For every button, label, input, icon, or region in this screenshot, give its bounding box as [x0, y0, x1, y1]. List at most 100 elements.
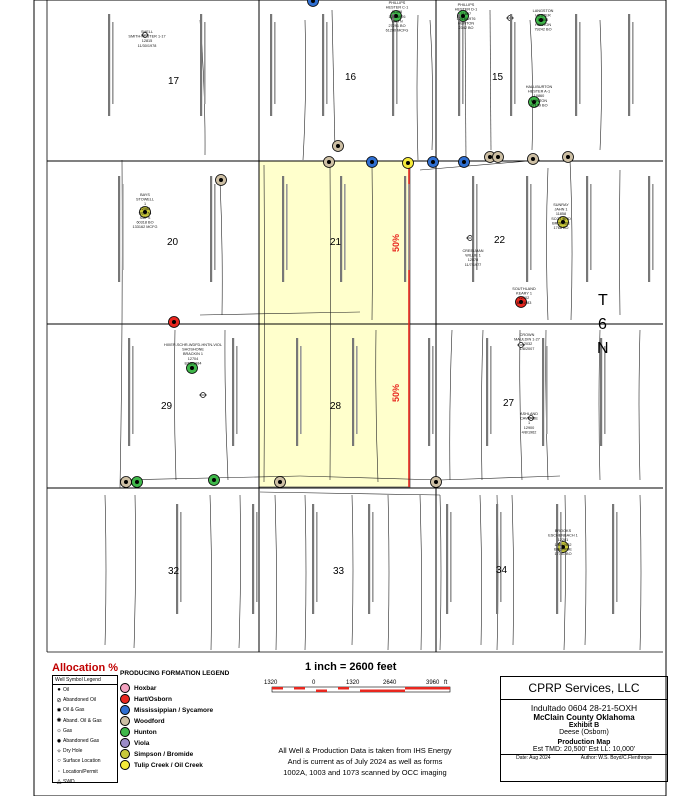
vertical-annotation	[496, 504, 499, 614]
legend-label: Aband. Oil & Gas	[63, 717, 102, 724]
well-label-line: SUNRAY	[553, 203, 569, 207]
well-path-connector	[419, 159, 541, 171]
vertical-annotation	[214, 184, 216, 270]
well-path	[371, 164, 373, 321]
well-path	[638, 329, 641, 481]
well-label-line: JAHN 1	[554, 208, 567, 212]
well-label-line: CROWN	[520, 333, 535, 337]
formation-mississippian: Mississippian / Sycamore	[120, 705, 213, 715]
well-label-line: 8/9/1983	[517, 301, 532, 305]
vertical-annotation	[340, 176, 343, 282]
map-author: Author: W.S. Boyd/C.Flenthrope	[580, 755, 652, 761]
well-label-line: 1768 BO	[554, 226, 569, 230]
allocation-title: Allocation %	[52, 662, 119, 674]
scale-title: 1 inch = 2600 feet	[305, 661, 397, 673]
well-label-line: SHOSHONE	[182, 348, 204, 352]
legend-label: Abandoned Oil	[63, 697, 97, 704]
well-label-line: 2342 BO	[459, 26, 474, 30]
vertical-annotation	[616, 512, 618, 602]
well-path	[416, 14, 419, 161]
formation-hart-osborn: Hart/Osborn	[120, 694, 172, 704]
vertical-well-labels	[108, 14, 654, 614]
vertical-annotation	[372, 512, 374, 602]
formation-swatch-icon	[120, 694, 130, 704]
vertical-annotation	[128, 338, 131, 446]
vertical-annotation	[352, 338, 355, 446]
county-name: McClain County Oklahoma	[533, 713, 635, 722]
well-path	[546, 167, 549, 321]
well-center-icon	[143, 210, 147, 214]
well-center-icon	[519, 300, 523, 304]
well-center-icon	[434, 480, 438, 484]
well-path	[351, 494, 354, 646]
vertical-annotation	[256, 512, 258, 602]
circle-open-small-icon: ◦	[57, 768, 61, 775]
vertical-annotation	[118, 176, 121, 282]
vertical-annotation	[590, 184, 592, 270]
section-22: 22	[494, 235, 506, 246]
map-title: Production Map	[557, 739, 611, 746]
well-label-line: HESTER C-1	[386, 6, 409, 10]
map-date: Date: Aug 2024	[516, 755, 551, 761]
section-33: 33	[333, 566, 345, 577]
company-name: CPRP Services, LLC	[501, 677, 667, 700]
vertical-annotation	[612, 504, 615, 614]
formation-label: Woodford	[134, 717, 165, 725]
vertical-annotation	[122, 184, 124, 270]
well-label-line: 12102	[519, 296, 530, 300]
well-label-line: STOWELL	[136, 198, 154, 202]
scale-tick-2640: 2640	[383, 680, 397, 686]
well-label-line: 8/18/1984	[185, 361, 202, 365]
scale-tick-1320-left: 1320	[264, 680, 278, 686]
star-slash-icon: ✺	[56, 718, 62, 725]
well-label-line: SCOT/BRD	[551, 217, 571, 221]
well-center-icon	[212, 478, 216, 482]
legend-label: Gas	[63, 727, 73, 734]
vertical-annotation	[176, 504, 179, 614]
well-label-line: SMITH-HESTER 1-17	[128, 35, 165, 39]
formation-swatch-icon	[120, 749, 130, 759]
vertical-annotation	[326, 22, 328, 104]
vertical-annotation	[210, 176, 213, 282]
well-center-icon	[278, 480, 282, 484]
vertical-annotation	[526, 176, 529, 282]
well-label-line: 61290 MCFG	[386, 29, 409, 33]
formation-label: Viola	[134, 739, 150, 747]
well-center-icon	[488, 155, 492, 159]
formation-hunton: Hunton	[120, 727, 157, 737]
well-path	[519, 329, 523, 481]
well-label-line: 11/30/1978	[138, 44, 157, 48]
well-path	[419, 494, 422, 651]
vertical-annotation	[450, 512, 452, 602]
vertical-annotation	[556, 504, 559, 614]
well-label-line: 10860	[534, 94, 545, 98]
scale-tick-0: 0	[312, 680, 316, 686]
dry-hole-icon: ✧	[56, 748, 62, 755]
circle-open-icon: ○	[57, 758, 61, 765]
well-label-line: HIXER-SCHR-WDFD-HNTN-VIOL	[164, 343, 222, 347]
well-path	[429, 19, 433, 151]
vertical-annotation	[500, 512, 502, 602]
legend-label: Location/Permit	[63, 768, 98, 775]
vertical-annotation	[232, 338, 235, 446]
legend-dry-hole: ✧Dry Hole	[53, 746, 117, 756]
vertical-annotation	[282, 176, 285, 282]
vertical-annotation	[632, 22, 634, 104]
symbol-legend-title: Well Symbol Legend	[53, 676, 117, 685]
well-path	[569, 159, 573, 321]
well-path	[598, 329, 601, 481]
section-21: 21	[330, 237, 342, 248]
vertical-annotation	[270, 14, 273, 116]
well-label-line: BROOKS	[555, 529, 572, 533]
formation-swatch-icon	[120, 738, 130, 748]
vertical-annotation	[462, 22, 464, 104]
well-center-icon	[190, 366, 194, 370]
well-label-line: 12/16/1976	[456, 17, 475, 21]
legend-oil-gas: ✸Oil & Gas	[53, 705, 117, 715]
section-17: 17	[168, 76, 180, 87]
